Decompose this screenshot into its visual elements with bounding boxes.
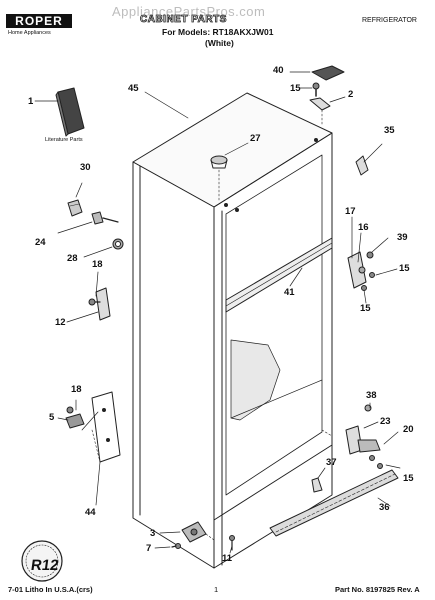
footer-page-number: 1 — [214, 585, 219, 594]
callout-23: 23 — [380, 416, 391, 427]
callout-24: 24 — [35, 237, 46, 248]
r12-stamp-text: R12 — [29, 557, 60, 574]
door-stop — [355, 143, 383, 176]
r12-stamp-seal — [21, 540, 63, 582]
callout-11: 11 — [222, 553, 233, 564]
literature-booklet — [34, 87, 85, 137]
callout-39: 39 — [397, 232, 408, 243]
grille-clip — [311, 467, 326, 493]
callout-12: 12 — [55, 317, 66, 328]
category-label: REFRIGERATOR — [362, 17, 417, 24]
callout-17: 17 — [345, 206, 356, 217]
footer-litho: 7-01 Litho In U.S.A.(crs) — [8, 585, 93, 594]
callout-2: 2 — [348, 89, 354, 100]
bottom-hinge — [154, 521, 235, 554]
toe-grille — [269, 469, 399, 537]
callout-41: 41 — [284, 287, 295, 298]
literature-label: Literature Parts — [45, 137, 83, 143]
callout-36: 36 — [379, 502, 390, 513]
leveling-legs — [57, 182, 124, 258]
callout-18-lower: 18 — [71, 384, 82, 395]
callout-35: 35 — [384, 125, 395, 136]
footer-part-number: Part No. 8197825 Rev. A — [335, 585, 420, 594]
callout-7: 7 — [146, 543, 152, 554]
callout-40: 40 — [273, 65, 284, 76]
callout-3: 3 — [150, 528, 156, 539]
top-plug — [210, 142, 249, 201]
brand-subtitle: Home Appliances — [8, 30, 51, 36]
brand-logo: ROPER — [6, 14, 72, 28]
watermark: AppliancePartsPros.com — [112, 4, 266, 19]
callout-44: 44 — [85, 507, 96, 518]
model-color: (White) — [205, 38, 234, 48]
divider-mullion — [225, 237, 333, 313]
callout-16: 16 — [358, 222, 369, 233]
callout-37: 37 — [326, 457, 337, 468]
leader-41 — [289, 267, 303, 287]
callout-45: 45 — [128, 83, 139, 94]
callout-20: 20 — [403, 424, 414, 435]
cabinet-body — [132, 92, 333, 569]
right-bottom-hinge — [321, 402, 401, 469]
callout-38: 38 — [366, 390, 377, 401]
callout-15-center: 15 — [360, 303, 371, 314]
right-center-hinge — [347, 216, 398, 304]
callout-5: 5 — [49, 412, 55, 423]
callout-18-upper: 18 — [92, 259, 103, 270]
top-hinge-assembly — [289, 65, 346, 126]
callout-15-top: 15 — [290, 83, 301, 94]
callout-27: 27 — [250, 133, 261, 144]
callout-30: 30 — [80, 162, 91, 173]
leader-45 — [144, 91, 189, 119]
left-hinge-bracket — [66, 271, 111, 323]
left-bottom-hinge — [57, 391, 121, 506]
callout-1: 1 — [28, 96, 34, 107]
model-number: For Models: RT18AKXJW01 — [162, 27, 274, 37]
callout-15-bottom: 15 — [403, 473, 414, 484]
callout-15-right: 15 — [399, 263, 410, 274]
callout-28: 28 — [67, 253, 78, 264]
page-title: CABINET PARTS — [140, 14, 227, 26]
